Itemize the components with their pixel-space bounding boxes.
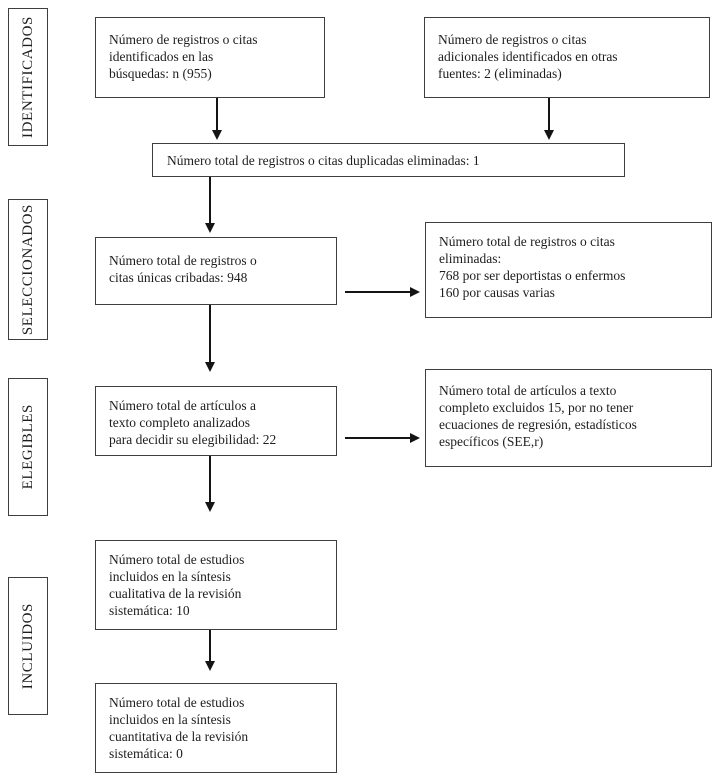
- connector-line-other-to-duplicates: [548, 98, 550, 130]
- box-fulltext-assessed: Número total de artículos a texto comple…: [95, 386, 337, 456]
- stage-box-seleccionados: SELECCIONADOS: [8, 199, 48, 340]
- box-fulltext-excluded: Número total de artículos a texto comple…: [425, 369, 712, 467]
- stage-label-seleccionados: SELECCIONADOS: [19, 203, 36, 336]
- stage-label-incluidos: INCLUIDOS: [19, 602, 36, 690]
- box-records-excluded: Número total de registros o citas elimin…: [425, 222, 712, 318]
- connector-line-duplicates-to-screened: [209, 177, 211, 223]
- connector-line-screened-to-excluded: [345, 291, 410, 293]
- arrow-down-icon: [205, 502, 215, 512]
- box-duplicates-removed: Número total de registros o citas duplic…: [152, 143, 625, 177]
- box-unique-records-screened-text: Número total de registros o citas únicas…: [109, 253, 257, 285]
- box-included-qualitative-synthesis-text: Número total de estudios incluidos en la…: [109, 552, 245, 618]
- box-unique-records-screened: Número total de registros o citas únicas…: [95, 237, 337, 305]
- stage-label-identificados: IDENTIFICADOS: [19, 16, 36, 138]
- arrow-right-icon: [410, 287, 420, 297]
- arrow-down-icon: [544, 130, 554, 140]
- connector-line-search-to-duplicates: [216, 98, 218, 130]
- arrow-right-icon: [410, 433, 420, 443]
- box-records-identified-other-sources-text: Número de registros o citas adicionales …: [438, 32, 618, 81]
- connector-line-screened-to-fulltext: [209, 305, 211, 362]
- box-duplicates-removed-text: Número total de registros o citas duplic…: [167, 152, 480, 168]
- arrow-down-icon: [205, 362, 215, 372]
- box-included-qualitative-synthesis: Número total de estudios incluidos en la…: [95, 540, 337, 630]
- stage-box-elegibles: ELEGIBLES: [8, 378, 48, 516]
- box-records-excluded-text: Número total de registros o citas elimin…: [439, 234, 626, 300]
- box-fulltext-excluded-text: Número total de artículos a texto comple…: [439, 383, 637, 449]
- connector-line-qualitative-to-quantitative: [209, 630, 211, 661]
- arrow-down-icon: [205, 223, 215, 233]
- connector-line-fulltext-to-excluded: [345, 437, 410, 439]
- box-fulltext-assessed-text: Número total de artículos a texto comple…: [109, 398, 277, 447]
- box-included-quantitative-synthesis-text: Número total de estudios incluidos en la…: [109, 695, 249, 761]
- box-records-identified-search-text: Número de registros o citas identificado…: [109, 32, 258, 81]
- stage-label-elegibles: ELEGIBLES: [19, 404, 36, 490]
- arrow-down-icon: [212, 130, 222, 140]
- box-included-quantitative-synthesis: Número total de estudios incluidos en la…: [95, 683, 337, 773]
- arrow-down-icon: [205, 661, 215, 671]
- connector-line-fulltext-to-qualitative: [209, 456, 211, 502]
- stage-box-incluidos: INCLUIDOS: [8, 577, 48, 715]
- box-records-identified-search: Número de registros o citas identificado…: [95, 17, 325, 98]
- box-records-identified-other-sources: Número de registros o citas adicionales …: [424, 17, 710, 98]
- stage-box-identificados: IDENTIFICADOS: [8, 8, 48, 146]
